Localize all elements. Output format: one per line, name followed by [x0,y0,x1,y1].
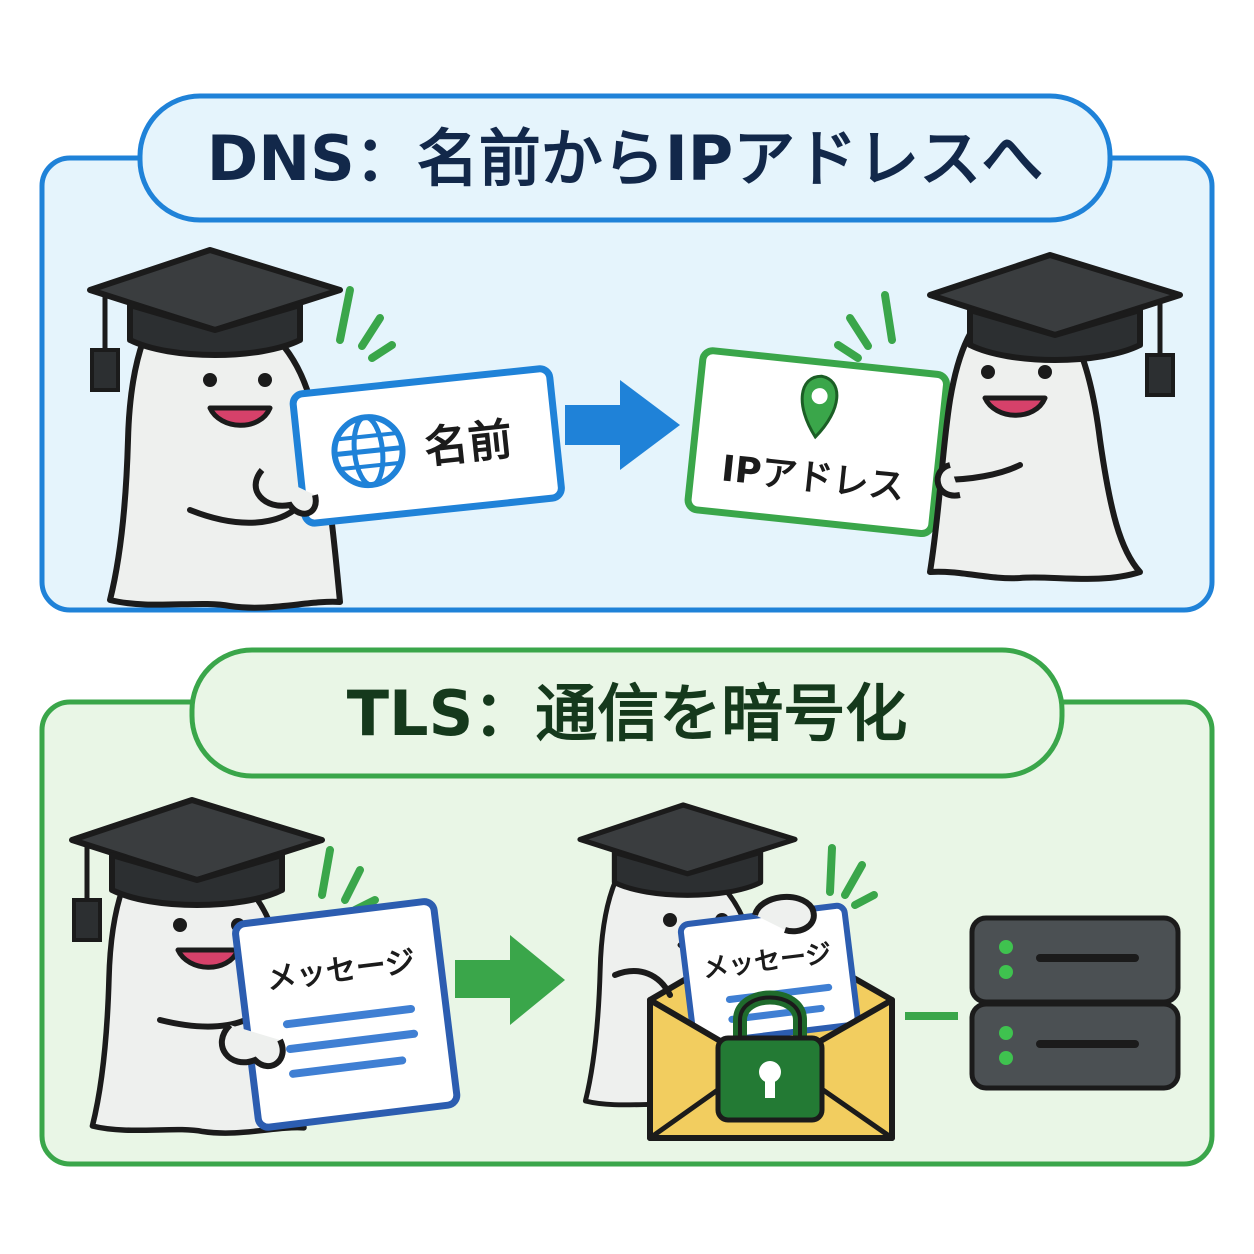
tls-title: TLS：通信を暗号化 [347,677,907,750]
name-card-label: 名前 [422,414,515,474]
server-icon [969,915,1181,1091]
sparkle-icon [826,844,878,909]
ghost-hand [218,1022,286,1069]
padlock-icon [715,990,825,1123]
ghost-right-dns [927,297,1143,582]
ghost-hand [934,462,961,499]
ghost-hand [252,468,319,517]
tls-title-pill [189,647,1065,779]
graduation-cap-icon [90,250,340,392]
arrow-right-icon [565,380,680,470]
graduation-cap-icon [72,800,322,942]
name-card: 名前 [289,365,565,527]
globe-icon [331,414,406,489]
dns-title-pill [137,93,1113,223]
dns-title: DNS：名前からIPアドレスへ [207,122,1044,195]
envelope-message-card: メッセージ [677,902,861,1047]
message-card: メッセージ [232,898,461,1131]
graduation-cap-icon [930,255,1180,397]
map-pin-icon [800,374,839,440]
dns-panel: DNS：名前からIPアドレスへ [39,93,1215,613]
ghost-hand [752,893,817,935]
sparkle-icon [336,286,396,362]
arrow-right-icon [455,935,565,1025]
ip-address-card: IPアドレス [684,347,950,538]
tls-panel: TLS：通信を暗号化 メッセージ [39,647,1215,1167]
sparkle-icon [834,291,896,362]
ghost-arm [612,968,673,998]
